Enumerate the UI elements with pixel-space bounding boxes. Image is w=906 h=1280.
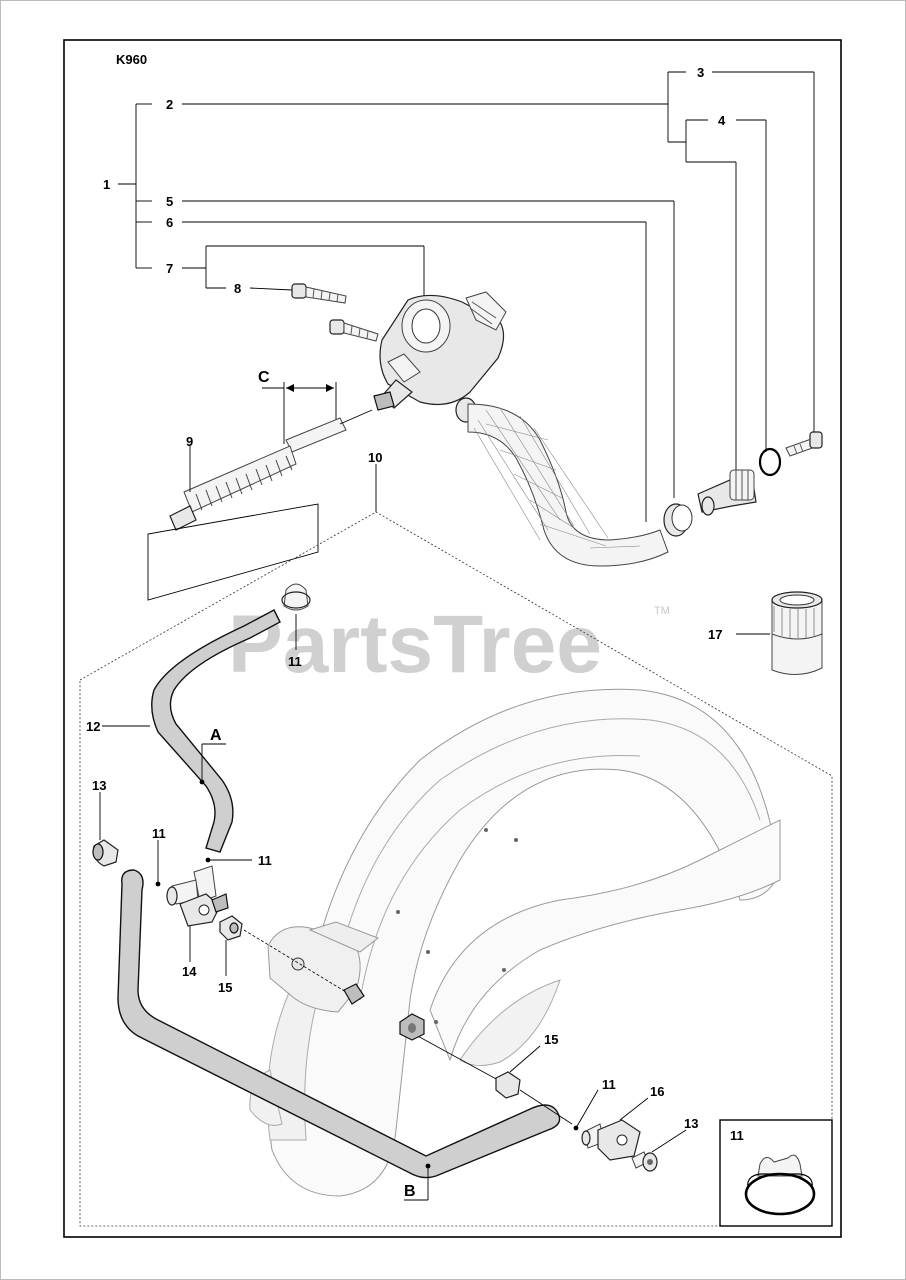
axis-right-2 — [519, 1089, 573, 1125]
nut-15-right — [495, 1071, 521, 1099]
ring-nut-5 — [663, 503, 693, 537]
screw-8 — [291, 283, 347, 304]
hose-clip-top — [281, 583, 311, 611]
inset-clip-11 — [719, 1119, 833, 1227]
callout-13a: 13 — [92, 778, 106, 793]
callout-3: 3 — [697, 65, 704, 80]
nut-15-left — [219, 915, 243, 941]
label-c: C — [258, 369, 270, 386]
axis-right — [413, 1033, 499, 1081]
braided-hose — [467, 403, 669, 567]
callout-11a: 11 — [288, 654, 302, 669]
dimension-c — [262, 382, 337, 444]
diagram-frame — [63, 39, 842, 1238]
tee-valve-14 — [166, 865, 229, 927]
point-a-leader — [199, 743, 226, 785]
callout-frame-9 — [147, 503, 319, 601]
callout-4: 4 — [718, 113, 726, 128]
clip-point-11b — [155, 881, 161, 887]
callout-10: 10 — [368, 450, 382, 465]
callout-8: 8 — [234, 281, 241, 296]
callout-11-inset: 11 — [730, 1128, 744, 1143]
hose-12 — [151, 609, 281, 853]
spring-tube-9 — [169, 409, 373, 531]
leader-11d — [575, 1089, 599, 1129]
valve-16 — [581, 1119, 641, 1161]
callout-15a: 15 — [218, 980, 232, 995]
plug-13-left — [92, 839, 119, 867]
clip-point-11d — [573, 1125, 579, 1131]
leader-13b — [651, 1129, 687, 1153]
coupling-4 — [697, 469, 757, 516]
screw-8b — [329, 319, 379, 342]
watermark-text: PartsTree — [228, 599, 602, 690]
callout-15b: 15 — [544, 1032, 558, 1047]
callout-11d: 11 — [602, 1077, 616, 1092]
guard-clamp — [267, 921, 380, 1013]
watermark-tm: TM — [654, 605, 670, 617]
leader-tree — [118, 71, 815, 522]
coupler-17 — [771, 591, 823, 675]
screw-3 — [785, 431, 823, 457]
callout-5: 5 — [166, 194, 173, 209]
guard-nut — [399, 1013, 425, 1041]
callout-11b: 11 — [152, 826, 166, 841]
o-ring — [758, 447, 782, 477]
leader-16 — [619, 1097, 649, 1121]
hose-lower — [117, 869, 561, 1179]
point-b-leader — [404, 1163, 431, 1201]
callout-6: 6 — [166, 215, 173, 230]
callout-9: 9 — [186, 434, 193, 449]
model-label: K960 — [116, 52, 147, 67]
callout-7: 7 — [166, 261, 173, 276]
callout-1: 1 — [103, 177, 110, 192]
callout-14: 14 — [182, 964, 197, 979]
watermark: PartsTree TM — [228, 599, 670, 690]
callout-11c: 11 — [258, 853, 272, 868]
leader-15b — [509, 1045, 541, 1073]
label-a: A — [210, 727, 222, 744]
callout-12: 12 — [86, 719, 100, 734]
callout-13b: 13 — [684, 1116, 698, 1131]
kit-outline-10 — [79, 511, 833, 1227]
valve-body — [373, 291, 507, 423]
callout-2: 2 — [166, 97, 173, 112]
screw-13-right — [631, 1151, 658, 1172]
clip-point-11c — [205, 857, 211, 863]
label-b: B — [404, 1183, 416, 1200]
callout-16: 16 — [650, 1084, 664, 1099]
callout-17: 17 — [708, 627, 722, 642]
